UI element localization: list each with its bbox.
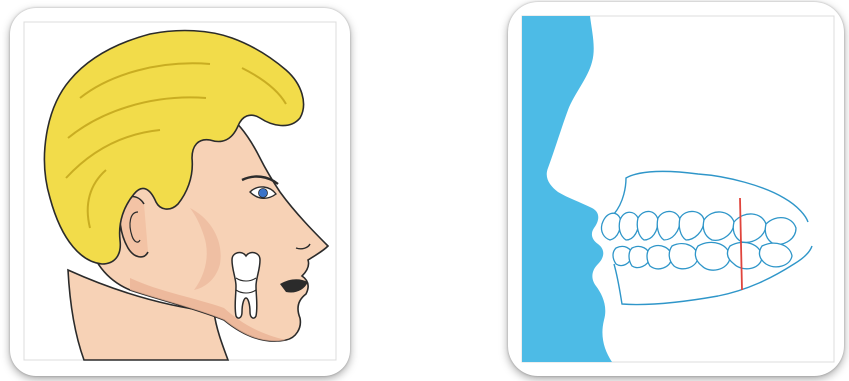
dental-occlusion-illustration <box>508 2 844 376</box>
lower-tooth <box>695 242 730 270</box>
upper-tooth <box>619 212 638 240</box>
lower-tooth <box>727 242 762 268</box>
upper-tooth <box>679 211 704 240</box>
molar-reference-line <box>740 198 742 290</box>
upper-teeth <box>601 211 796 244</box>
upper-tooth <box>637 211 658 240</box>
lower-tooth <box>759 243 792 267</box>
head-profile-card <box>10 8 350 376</box>
dental-occlusion-card <box>508 2 844 376</box>
eye-iris-icon <box>259 189 268 198</box>
head-profile-illustration <box>10 8 350 376</box>
upper-tooth <box>657 211 680 240</box>
lower-tooth <box>647 246 672 269</box>
upper-tooth <box>765 218 796 245</box>
upper-tooth <box>703 212 734 240</box>
facial-profile-silhouette <box>522 16 612 362</box>
upper-tooth <box>601 213 620 240</box>
lower-teeth <box>613 242 792 270</box>
upper-tooth <box>733 214 766 242</box>
lower-tooth <box>669 244 698 269</box>
